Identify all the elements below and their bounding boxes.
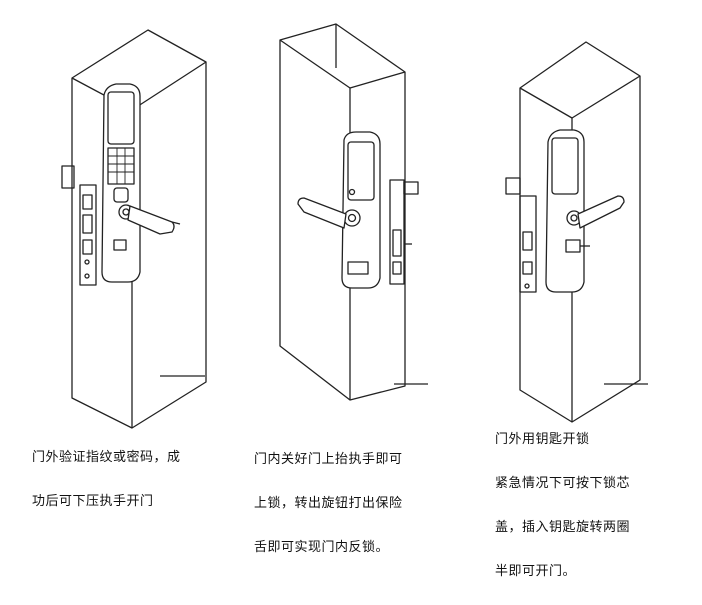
caption-line: 门外验证指纹或密码，成: [32, 450, 181, 465]
caption-outside-unlock: 门外验证指纹或密码，成 功后可下压执手开门: [32, 425, 232, 535]
inside-lock-body: [297, 131, 381, 289]
emergency-lock-body: [545, 129, 625, 293]
caption-line: 紧急情况下可按下锁芯: [495, 476, 631, 491]
caption-line: 门外用钥匙开锁: [495, 432, 590, 447]
caption-inside-lock: 门内关好门上抬执手即可 上锁，转出旋钮打出保险 舌即可实现门内反锁。: [254, 427, 464, 581]
caption-line: 半即可开门。: [495, 564, 577, 579]
caption-line: 上锁，转出旋钮打出保险: [254, 496, 403, 511]
lock-illustrations: [61, 23, 648, 429]
fingerprint-lock-body: [101, 83, 181, 283]
caption-line: 盖，插入钥匙旋转两圈: [495, 520, 631, 535]
caption-emergency-key: 门外用钥匙开锁 紧急情况下可按下锁芯 盖，插入钥匙旋转两圈 半即可开门。: [495, 407, 695, 605]
caption-line: 功后可下压执手开门: [32, 494, 154, 509]
caption-line: 舌即可实现门内反锁。: [254, 540, 390, 555]
caption-line: 门内关好门上抬执手即可: [254, 452, 403, 467]
